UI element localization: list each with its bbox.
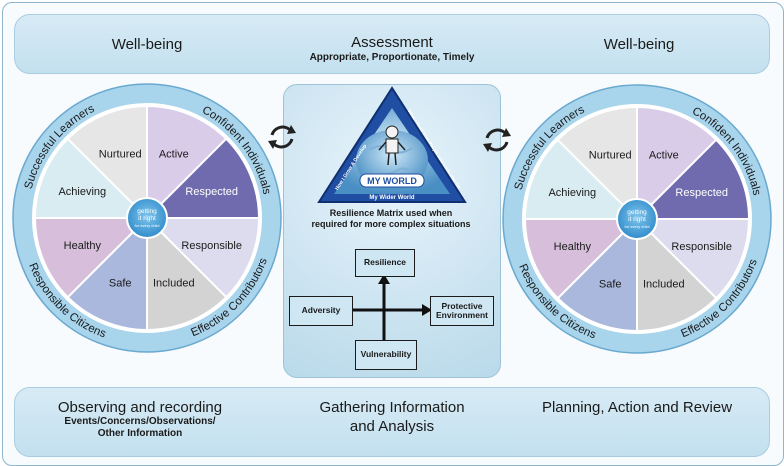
resilience-caption-line1: Resilience Matrix used when (329, 208, 453, 218)
child-figure-icon (378, 125, 406, 166)
wheel-segment-label: Included (153, 278, 195, 290)
hub-logo-text: getting (627, 209, 647, 216)
getting-it-right-logo (616, 198, 658, 240)
planning-action-review: Planning, Action and Review (541, 399, 733, 416)
wheel-segment-label: Active (159, 148, 189, 160)
hub-logo-text: it right (628, 216, 646, 223)
wheel-segment-healthy (33, 217, 150, 299)
assessment-subtitle: Appropriate, Proportionate, Timely (309, 52, 475, 63)
wheel-segment-label: Achieving (548, 187, 596, 199)
wheel-segment-label: Healthy (554, 241, 592, 253)
resilience-matrix-axes (352, 274, 432, 340)
wheel-segment-safe (66, 215, 148, 332)
observing-sub-line1: Events/Concerns/Observations/ (64, 416, 216, 427)
wheel-segment-achieving (33, 137, 150, 219)
adversity-box: Adversity (289, 296, 353, 326)
hub-logo-text: getting (137, 208, 157, 215)
wellbeing-right-heading: Well-being (603, 36, 675, 53)
resilience-box: Resilience (355, 249, 415, 277)
gathering-line2: and Analysis (349, 418, 435, 435)
wheel-segment-active (636, 105, 718, 222)
top-band (14, 14, 770, 74)
getting-it-right-logo (126, 197, 168, 239)
wheel-segment-label: Respected (185, 186, 238, 198)
wheel-segment-label: Healthy (64, 240, 102, 252)
observing-recording-title: Observing and recording (57, 399, 223, 416)
wheel-segment-label: Responsible (181, 240, 242, 252)
wheel-segment-responsible (144, 217, 261, 299)
assessment-title: Assessment (351, 34, 433, 51)
cycle-arrows-icon (268, 125, 296, 149)
wheel-segment-respected (634, 138, 751, 220)
wheel-segment-included (636, 216, 718, 333)
wheel-segment-responsible (634, 218, 751, 300)
wheel-segment-label: Responsible (671, 241, 732, 253)
bottom-band (14, 387, 770, 457)
wheel-segment-label: Safe (599, 279, 622, 291)
wheel-segment-respected (144, 137, 261, 219)
my-world-triangle: MY WORLD My Wider World How I Grow & Dev… (317, 86, 467, 203)
wheel-segment-achieving (523, 138, 640, 220)
wheel-segment-label: Safe (109, 278, 132, 290)
hub-logo-text: it right (138, 215, 156, 222)
observing-sub-line2: Other Information (97, 428, 183, 439)
wellbeing-left-heading: Well-being (111, 36, 183, 53)
my-world-title: MY WORLD (367, 176, 417, 186)
wheel-segment-label: Respected (675, 187, 728, 199)
wheel-segment-label: Included (643, 279, 685, 291)
wheel-segment-nurtured (66, 104, 148, 221)
wheel-segment-label: Nurtured (589, 149, 632, 161)
vulnerability-box: Vulnerability (355, 340, 417, 370)
wheel-segment-label: Achieving (58, 186, 106, 198)
my-wider-world-label: My Wider World (369, 195, 415, 201)
wheel-segment-label: Nurtured (99, 148, 142, 160)
wheel-segment-nurtured (556, 105, 638, 222)
gathering-line1: Gathering Information (319, 399, 465, 416)
wheel-segment-safe (556, 216, 638, 333)
wheel-segment-healthy (523, 218, 640, 300)
hub-logo-text: for every child (625, 224, 650, 229)
wheel-segment-included (146, 215, 228, 332)
wheel-segment-active (146, 104, 228, 221)
hub-logo-text: for every child (135, 223, 160, 228)
cycle-arrows-icon (483, 128, 511, 152)
wheel-segment-label: Active (649, 149, 679, 161)
protective-environment-box: Protective Environment (430, 296, 494, 326)
resilience-caption-line2: required for more complex situations (311, 219, 471, 229)
